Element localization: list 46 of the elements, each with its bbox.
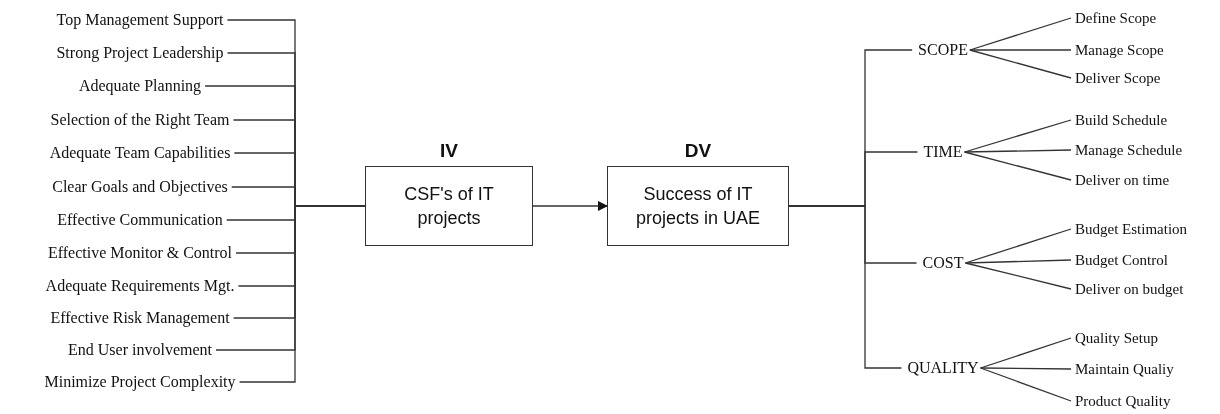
dimension-label: TIME [923, 142, 963, 162]
connector-line [979, 367, 1072, 370]
factor-label: Budget Estimation [1075, 219, 1188, 239]
dimension-label: SCOPE [918, 40, 968, 60]
factor-label: Maintain Qualiy [1075, 359, 1174, 379]
factor-label: Manage Scope [1075, 40, 1164, 60]
connector-line [964, 262, 1072, 290]
factor-label: Top Management Support [56, 10, 224, 30]
factor-label: Adequate Planning [78, 76, 202, 96]
dimension-label: COST [922, 253, 964, 273]
connector-line [979, 367, 1072, 402]
factor-label: Build Schedule [1075, 110, 1168, 130]
factor-label: Selection of the Right Team [50, 110, 230, 130]
factor-label: Product Quality [1075, 391, 1171, 411]
arrow [532, 201, 608, 211]
connector-line [969, 17, 1072, 51]
factor-label: Budget Control [1075, 250, 1168, 270]
dimension-label: QUALITY [907, 358, 979, 378]
box-text: CSF's of IT projects [403, 183, 495, 230]
factor-label: Strong Project Leadership [56, 43, 224, 63]
factor-label: Adequate Requirements Mgt. [45, 276, 235, 296]
connector-line [963, 119, 1072, 153]
factor-label: Effective Communication [57, 210, 223, 230]
variable-heading: IV [440, 139, 458, 163]
connector-line [964, 259, 1072, 264]
connector-line [969, 49, 1072, 51]
factor-label: Deliver on time [1075, 170, 1170, 190]
factor-label: Adequate Team Capabilities [49, 143, 231, 163]
box-text: Success of IT projects in UAE [634, 183, 762, 230]
factor-label: Deliver Scope [1075, 68, 1161, 88]
factor-label: Clear Goals and Objectives [52, 177, 228, 197]
factor-label: Minimize Project Complexity [44, 372, 236, 392]
variable-heading: DV [684, 139, 712, 163]
factor-label: End User involvement [68, 340, 212, 360]
connector-line [969, 49, 1072, 79]
factor-label: Define Scope [1075, 8, 1157, 28]
factor-label: Deliver on budget [1075, 279, 1184, 299]
connector-line [238, 205, 366, 383]
factor-label: Quality Setup [1075, 328, 1158, 348]
connector-line [979, 337, 1072, 369]
connector-line [963, 149, 1072, 153]
factor-label: Effective Risk Management [50, 308, 230, 328]
factor-label: Effective Monitor & Control [47, 243, 233, 263]
factor-label: Manage Schedule [1075, 140, 1183, 160]
connector-line [963, 151, 1072, 181]
connector-line [788, 205, 903, 369]
